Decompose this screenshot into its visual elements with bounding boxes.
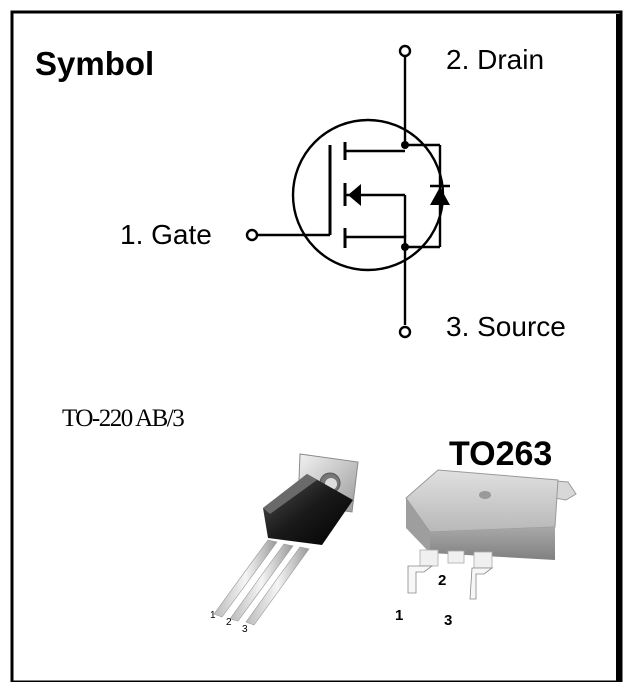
- to220-package: [213, 453, 359, 626]
- source-terminal: [398, 325, 412, 339]
- gate-terminal: [245, 228, 259, 242]
- body-diode: [430, 187, 450, 205]
- to263-pin3-label: 3: [444, 612, 452, 629]
- to263-pin1-label: 1: [395, 607, 403, 624]
- to220-pin1-label: 1: [210, 610, 216, 621]
- to263-package: [405, 469, 577, 600]
- to220-pin3-label: 3: [242, 624, 248, 635]
- to263-pin2-label: 2: [438, 572, 446, 589]
- source-label: 3. Source: [446, 311, 566, 342]
- symbol-title: Symbol: [35, 45, 154, 82]
- figure-border: [10, 10, 623, 682]
- mosfet-symbol-fills: [348, 141, 450, 251]
- to220-label: TO-220 AB/3: [62, 405, 184, 432]
- to220-pin2-label: 2: [226, 617, 232, 628]
- channel-arrow: [348, 184, 361, 206]
- to263-label: TO263: [449, 435, 552, 473]
- drain-label: 2. Drain: [446, 44, 544, 75]
- drain-terminal: [398, 44, 412, 58]
- gate-label: 1. Gate: [120, 219, 212, 250]
- mosfet-symbol: [245, 44, 450, 339]
